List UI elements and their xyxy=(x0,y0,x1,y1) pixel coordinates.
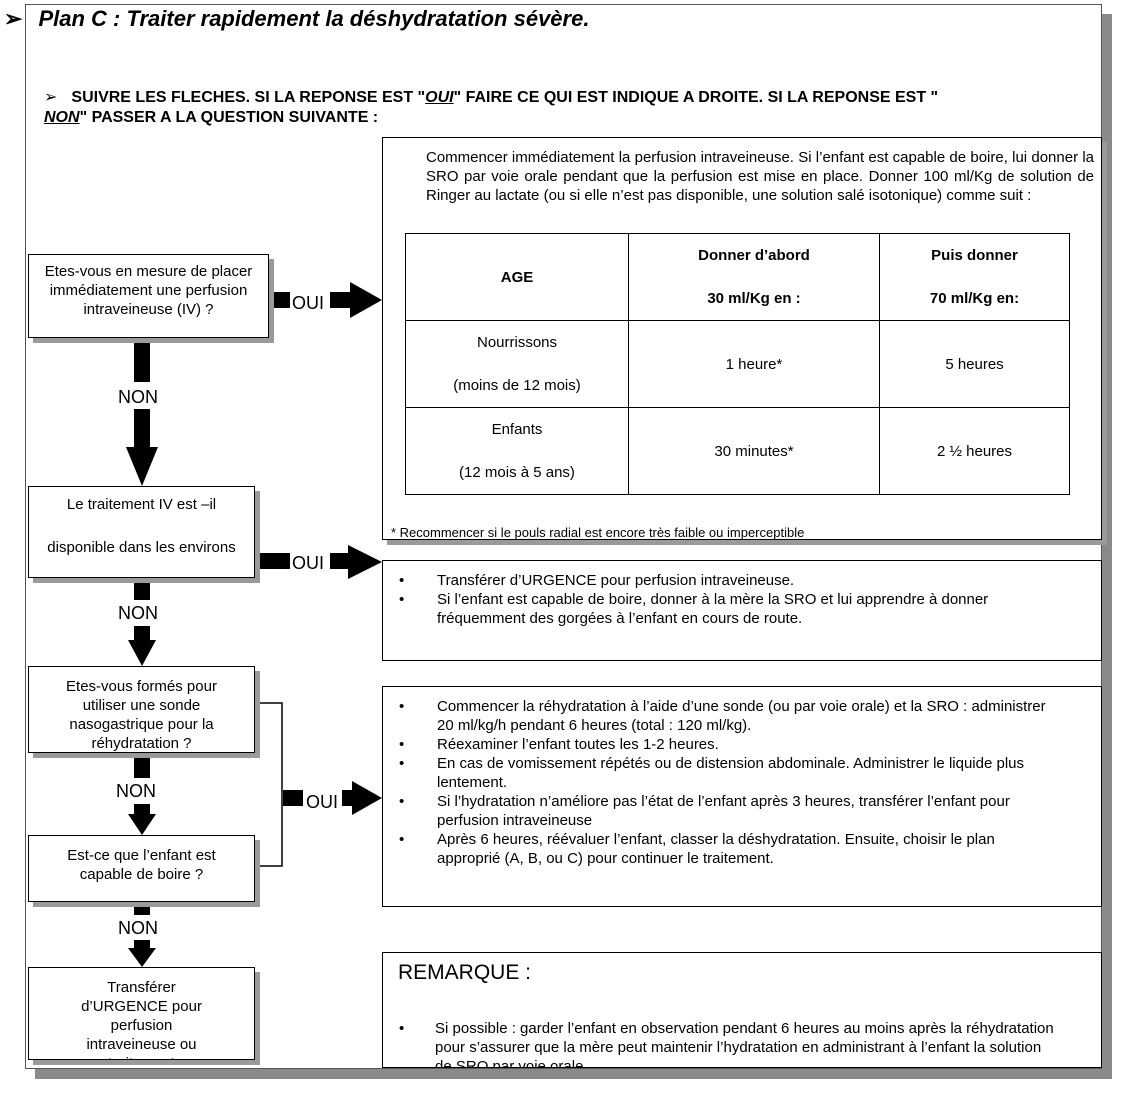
list-item: En cas de vomissement répétés ou de dist… xyxy=(399,754,1061,792)
question-box-2: Le traitement IV est –il disponible dans… xyxy=(28,486,255,578)
row2-first: 30 minutes* xyxy=(628,407,880,495)
oui-bar-1a xyxy=(268,292,290,308)
header-then-line2: 70 ml/Kg en: xyxy=(929,290,1020,307)
remark-heading: REMARQUE : xyxy=(398,961,532,984)
oui-label-2: OUI xyxy=(292,553,325,573)
stem-4a xyxy=(134,902,150,915)
action-box-3: Commencer la réhydratation à l’aide d’un… xyxy=(382,686,1102,907)
list-item: Réexaminer l’enfant toutes les 1-2 heure… xyxy=(399,735,1061,754)
table-footnote: * Recommencer si le pouls radial est enc… xyxy=(391,525,805,540)
question-box-1: Etes-vous en mesure de placer immédiatem… xyxy=(28,254,269,338)
action-box-1: Commencer immédiatement la perfusion int… xyxy=(382,137,1102,540)
non-label-2: NON xyxy=(118,603,158,623)
oui-label-1: OUI xyxy=(292,293,325,313)
question-box-5: Transférer d’URGENCE pour perfusion intr… xyxy=(28,967,255,1060)
list-item: Transférer d’URGENCE pour perfusion intr… xyxy=(399,571,1061,590)
non-label-1: NON xyxy=(118,387,158,407)
arrowhead-right-3 xyxy=(352,781,382,815)
question-2-line2: disponible dans les environs xyxy=(47,539,236,556)
header-age: AGE xyxy=(405,233,629,321)
arrowhead-down-4 xyxy=(128,948,156,967)
oui-bar-3b xyxy=(342,790,354,806)
row1-age-line1: Nourrissons xyxy=(476,334,558,351)
non-label-4: NON xyxy=(118,918,158,938)
header-then-line1: Puis donner xyxy=(931,247,1018,264)
bullet-icon: • xyxy=(399,1020,405,1037)
stem-1a xyxy=(134,338,150,382)
row1-age: Nourrissons (moins de 12 mois) xyxy=(405,320,629,408)
stem-1b xyxy=(134,409,150,447)
page-title: ➢Plan C : Traiter rapidement la déshydra… xyxy=(4,6,590,31)
row1-age-line2: (moins de 12 mois) xyxy=(453,377,581,394)
oui-label-3: OUI xyxy=(306,792,339,812)
question-box-3: Etes-vous formés pour utiliser une sonde… xyxy=(28,666,255,753)
header-first-line1: Donner d’abord xyxy=(698,247,810,264)
remark-box: REMARQUE : • Si possible : garder l’enfa… xyxy=(382,952,1102,1068)
action-box-2: Transférer d’URGENCE pour perfusion intr… xyxy=(382,560,1102,661)
oui-bar-3a xyxy=(283,790,303,806)
arrowhead-right-1 xyxy=(350,282,382,318)
bracket-connector xyxy=(254,702,283,867)
oui-bar-2b xyxy=(330,553,350,569)
oui-bar-1b xyxy=(330,292,350,308)
table-row: Enfants (12 mois à 5 ans) 30 minutes* 2 … xyxy=(405,407,1070,495)
header-first-line2: 30 ml/Kg en : xyxy=(707,290,801,307)
list-item: Après 6 heures, réévaluer l’enfant, clas… xyxy=(399,830,1061,868)
remark-text: Si possible : garder l’enfant en observa… xyxy=(435,1020,1054,1068)
header-then: Puis donner 70 ml/Kg en: xyxy=(879,233,1070,321)
row2-age: Enfants (12 mois à 5 ans) xyxy=(405,407,629,495)
non-label-3: NON xyxy=(116,781,156,801)
stem-2a xyxy=(134,578,150,600)
rehydration-table: AGE Donner d’abord 30 ml/Kg en : Puis do… xyxy=(405,233,1070,495)
list-item: Si l’hydratation n’améliore pas l’état d… xyxy=(399,792,1061,830)
question-1-text: Etes-vous en mesure de placer immédiatem… xyxy=(44,263,253,318)
row1-first: 1 heure* xyxy=(628,320,880,408)
header-first: Donner d’abord 30 ml/Kg en : xyxy=(628,233,880,321)
oui-bar-2a xyxy=(254,553,290,569)
arrowhead-down-1 xyxy=(126,447,158,486)
stem-3b xyxy=(134,804,150,814)
question-5-text: Transférer d’URGENCE pour perfusion intr… xyxy=(81,979,202,1059)
remark-text-wrap: • Si possible : garder l’enfant en obser… xyxy=(399,1019,1059,1068)
question-2-line1: Le traitement IV est –il xyxy=(66,496,217,513)
table-row: Nourrissons (moins de 12 mois) 1 heure* … xyxy=(405,320,1070,408)
row2-then: 2 ½ heures xyxy=(879,407,1070,495)
stem-4b xyxy=(134,940,150,948)
list-item: Si l’enfant est capable de boire, donner… xyxy=(399,590,1061,628)
table-header-row: AGE Donner d’abord 30 ml/Kg en : Puis do… xyxy=(405,233,1070,321)
row2-age-line1: Enfants xyxy=(491,421,543,438)
arrowhead-right-2 xyxy=(348,545,382,579)
question-4-text: Est-ce que l’enfant est capable de boire… xyxy=(67,847,216,883)
arrowhead-down-2 xyxy=(128,640,156,666)
list-item: Commencer la réhydratation à l’aide d’un… xyxy=(399,697,1061,735)
stem-2b xyxy=(134,626,150,640)
row2-age-line2: (12 mois à 5 ans) xyxy=(459,464,575,481)
instruction-text: ➢SUIVRE LES FLECHES. SI LA REPONSE EST "… xyxy=(44,89,939,126)
row1-then: 5 heures xyxy=(879,320,1070,408)
question-3-text: Etes-vous formés pour utiliser une sonde… xyxy=(66,678,217,752)
stem-3a xyxy=(134,753,150,778)
arrowhead-down-3 xyxy=(128,814,156,835)
action-box-1-intro: Commencer immédiatement la perfusion int… xyxy=(426,149,1094,204)
question-box-4: Est-ce que l’enfant est capable de boire… xyxy=(28,835,255,902)
